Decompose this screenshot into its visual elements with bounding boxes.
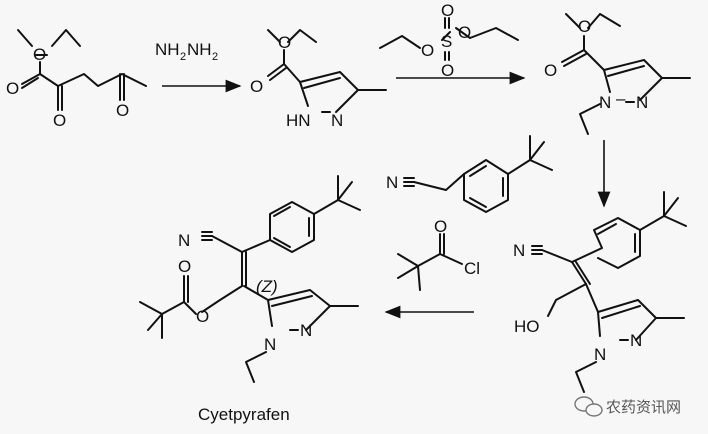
svg-text:N: N — [300, 321, 312, 340]
reagent-tert-butylphenylacetonitrile: N — [386, 135, 553, 213]
atom-o-ester: O — [33, 45, 46, 64]
svg-text:HO: HO — [514, 317, 540, 336]
svg-text:N: N — [513, 241, 525, 260]
compound-ethyl-pyrazole-ester: O O N N – — [544, 13, 691, 135]
wechat-icon — [574, 396, 603, 417]
reagent-hydrazine: NH 2 NH 2 — [155, 40, 218, 63]
svg-text:O: O — [434, 217, 447, 236]
watermark-text: 农药资讯网 — [606, 398, 681, 416]
step-4: O Cl — [384, 217, 480, 319]
atom-o-ketone-2: O — [116, 101, 129, 120]
svg-text:N: N — [178, 231, 190, 250]
atom-nh: HN — [286, 111, 311, 130]
compound-ethyl-methylpyrazole-carboxylate: O O HN N — [250, 29, 387, 130]
svg-text:2: 2 — [180, 51, 186, 63]
watermark: 农药资讯网 — [574, 396, 681, 417]
svg-text:N: N — [599, 93, 611, 112]
svg-text:S: S — [441, 32, 452, 51]
step-1: NH 2 NH 2 — [155, 40, 242, 93]
svg-text:Cl: Cl — [464, 259, 480, 278]
atom-o-carbonyl: O — [250, 77, 263, 96]
svg-text:NH: NH — [155, 40, 180, 59]
step-2: O S O O O — [379, 1, 526, 85]
svg-text:O: O — [578, 17, 591, 36]
svg-text:N: N — [264, 335, 276, 354]
svg-text:O: O — [544, 61, 557, 80]
atom-o-ketone-1: O — [53, 111, 66, 130]
reagent-pivaloyl-chloride: O Cl — [397, 217, 480, 291]
svg-text:O: O — [196, 307, 209, 326]
svg-text:O: O — [458, 23, 471, 42]
svg-text:O: O — [178, 257, 191, 276]
svg-text:O: O — [441, 61, 454, 80]
svg-text:NH: NH — [187, 40, 212, 59]
svg-text:N: N — [594, 345, 606, 364]
product-name-label: Cyetpyrafen — [198, 405, 290, 424]
svg-text:N: N — [630, 331, 642, 350]
atom-n: N — [331, 111, 343, 130]
compound-enol-intermediate: N HO N N — [513, 191, 687, 393]
compound-ethyl-dioxopentanoate: O O O O — [6, 29, 147, 130]
svg-text:N: N — [636, 93, 648, 112]
stereo-z-label: (Z) — [256, 277, 278, 296]
atom-o-ester: O — [278, 33, 291, 52]
reagent-diethyl-sulfate: O S O O O — [379, 1, 519, 80]
svg-text:O: O — [441, 1, 454, 20]
atom-o-carbonyl: O — [6, 79, 19, 98]
svg-text:O: O — [421, 41, 434, 60]
svg-text:–: – — [616, 89, 626, 108]
svg-text:N: N — [386, 173, 398, 192]
svg-text:2: 2 — [212, 51, 218, 63]
compound-cyetpyrafen: N O O N N (Z) — [139, 175, 361, 383]
